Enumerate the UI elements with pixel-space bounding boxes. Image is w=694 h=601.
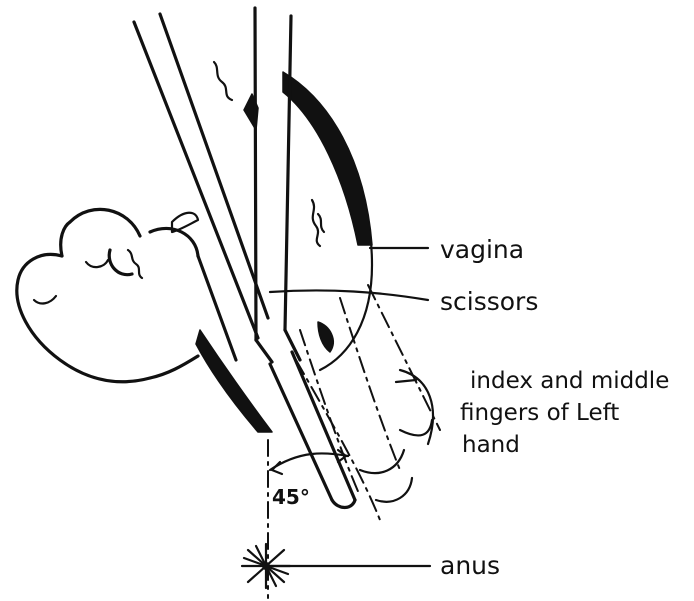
left-hand-fingers bbox=[17, 209, 272, 432]
angle-label: 45° bbox=[272, 485, 310, 509]
label-fingers-line2: fingers of Left bbox=[460, 400, 619, 426]
label-fingers-line1: index and middle bbox=[470, 368, 669, 394]
scissors bbox=[134, 8, 355, 508]
inserted-fingers-outline bbox=[296, 285, 440, 520]
scissors-leader bbox=[270, 290, 428, 300]
leader-lines bbox=[270, 248, 433, 566]
label-fingers-line3: hand bbox=[462, 432, 520, 458]
label-anus: anus bbox=[440, 551, 500, 580]
label-vagina: vagina bbox=[440, 235, 524, 264]
label-scissors: scissors bbox=[440, 287, 538, 316]
fingers-leader bbox=[396, 380, 416, 382]
vaginal-opening bbox=[214, 62, 372, 370]
